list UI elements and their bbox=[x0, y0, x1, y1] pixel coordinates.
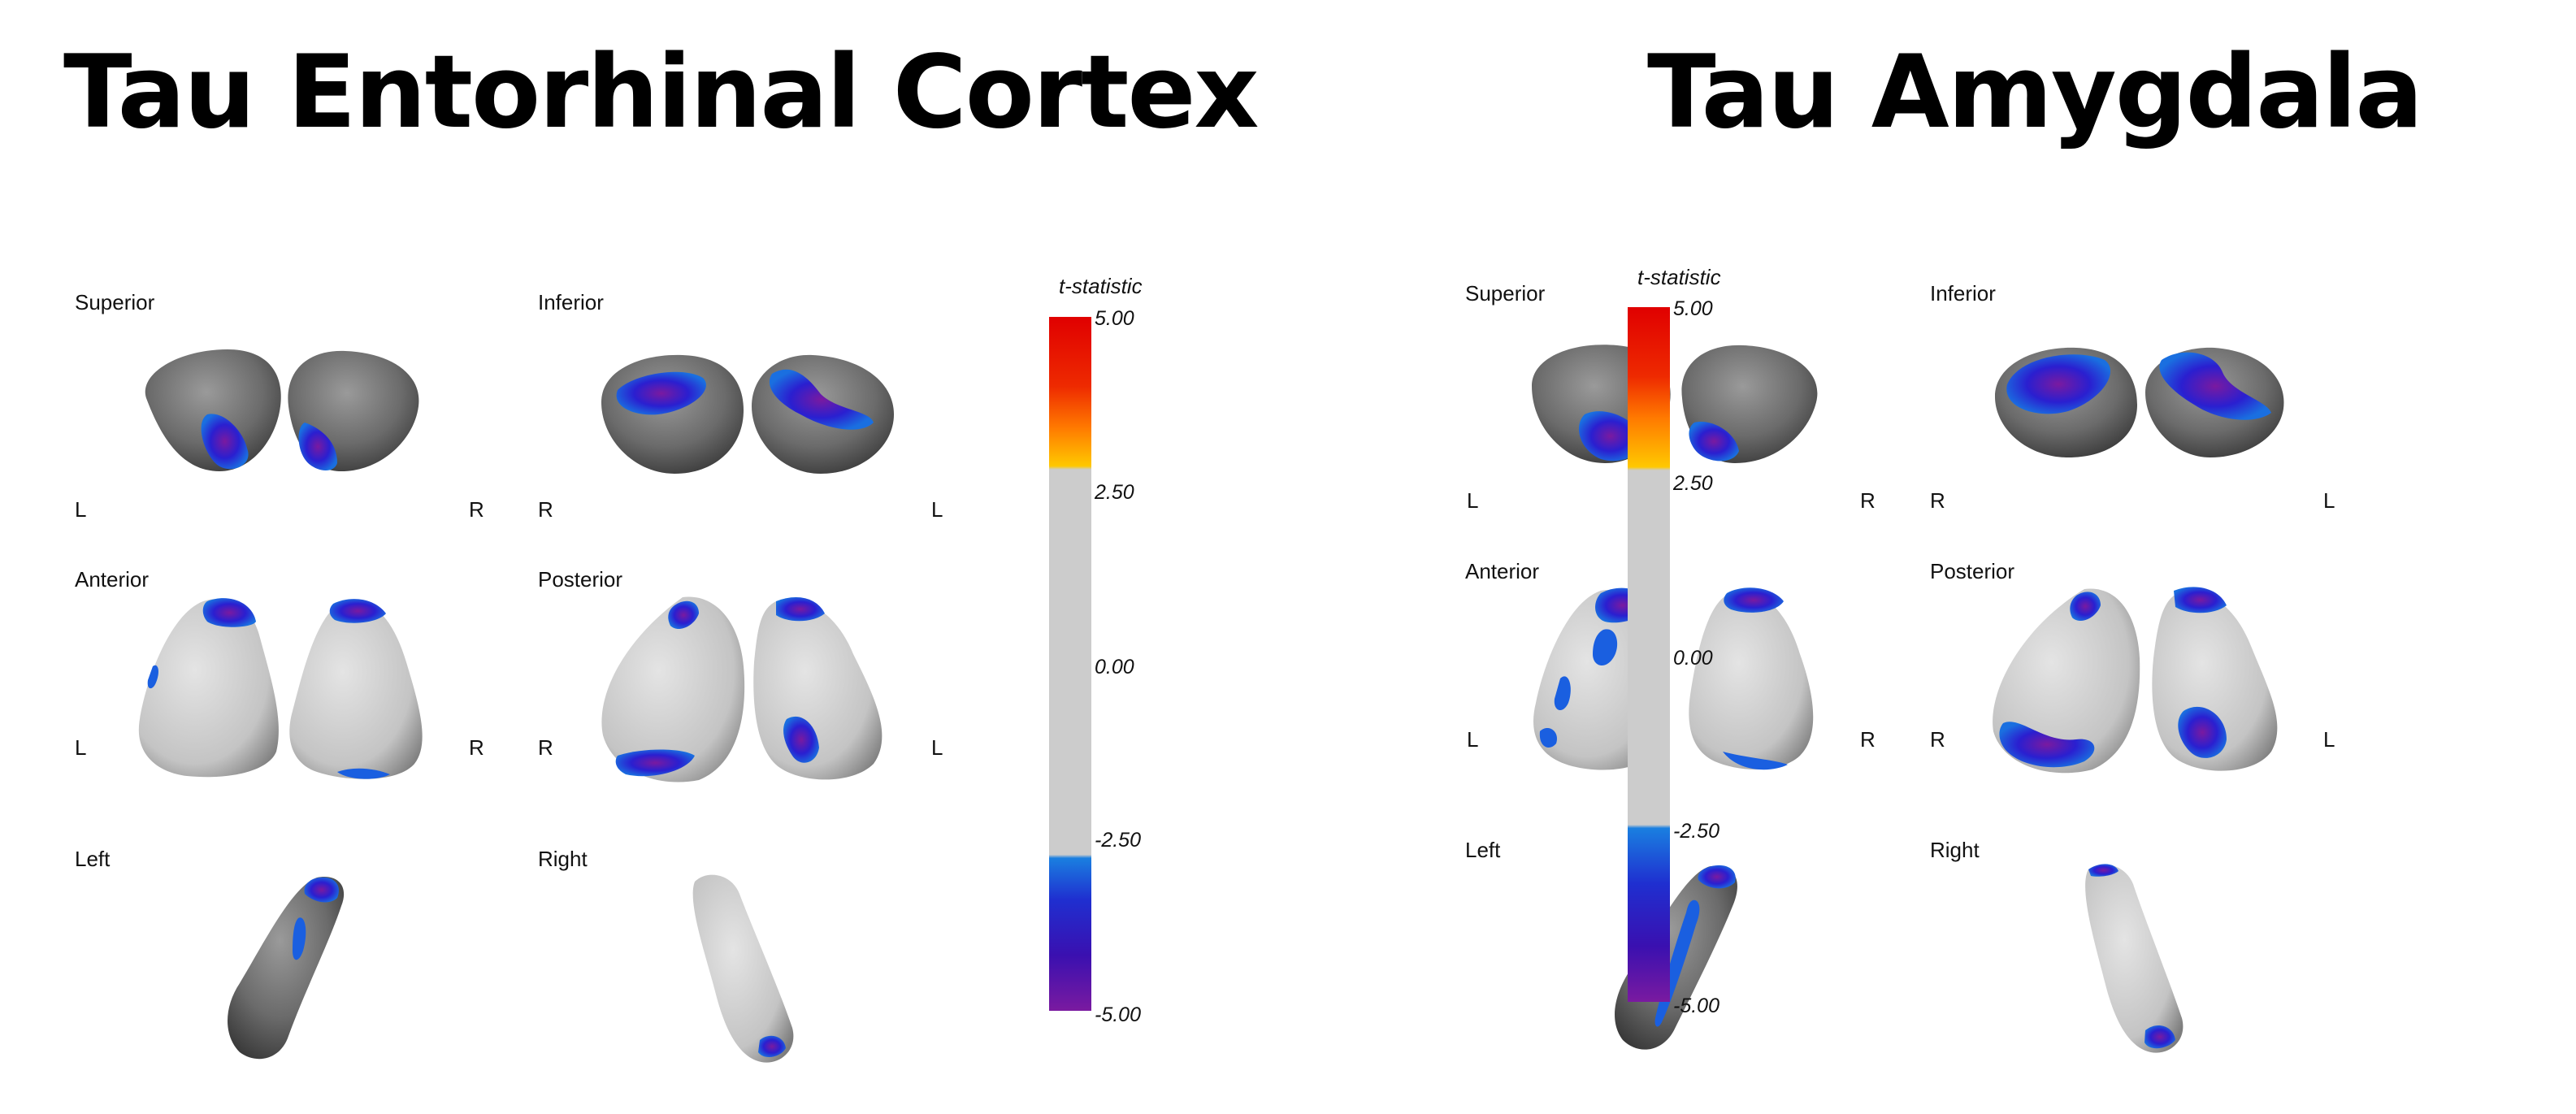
side-left-marker: L bbox=[1467, 727, 1479, 752]
view-label-right: Right bbox=[538, 847, 588, 871]
colorbar bbox=[1049, 317, 1091, 1011]
view-label-inferior: Inferior bbox=[538, 290, 604, 314]
superior-view-surface bbox=[1532, 345, 1818, 463]
colorbar bbox=[1628, 307, 1670, 1002]
side-left-marker: R bbox=[538, 735, 553, 760]
side-left-marker: L bbox=[1467, 488, 1479, 513]
colorbar-tick: 0.00 bbox=[1673, 647, 1713, 670]
side-left-marker: L bbox=[75, 735, 87, 760]
colorbar-tick: 2.50 bbox=[1095, 481, 1134, 504]
right-view-surface bbox=[2085, 864, 2184, 1053]
colorbar-tick: -5.00 bbox=[1095, 1003, 1141, 1026]
view-label-left: Left bbox=[1465, 838, 1501, 862]
view-label-inferior: Inferior bbox=[1930, 281, 1996, 306]
anterior-view-surface bbox=[1533, 587, 1814, 770]
side-right-marker: R bbox=[469, 735, 484, 760]
view-label-posterior: Posterior bbox=[538, 567, 623, 592]
colorbar-tick: 5.00 bbox=[1673, 297, 1713, 320]
posterior-view-surface bbox=[601, 596, 883, 782]
panel-amygdala: Tau Amygdala Superior L R Inferior R L A… bbox=[1288, 0, 2576, 1114]
left-view-surface bbox=[228, 877, 345, 1060]
view-label-posterior: Posterior bbox=[1930, 559, 2015, 583]
panel-entorhinal-cortex: Tau Entorhinal Cortex Superior L R Infer… bbox=[63, 34, 1259, 1063]
panel-title: Tau Amygdala bbox=[1647, 34, 2423, 151]
colorbar-tick: 2.50 bbox=[1673, 472, 1713, 495]
colorbar-tick: -2.50 bbox=[1095, 829, 1141, 852]
side-right-marker: L bbox=[931, 497, 943, 522]
side-right-marker: L bbox=[2323, 488, 2335, 513]
panel-title: Tau Entorhinal Cortex bbox=[63, 34, 1259, 151]
side-left-marker: L bbox=[75, 497, 87, 522]
left-view-surface bbox=[1615, 865, 1737, 1050]
view-label-anterior: Anterior bbox=[75, 567, 150, 592]
colorbar-tick: 0.00 bbox=[1095, 656, 1134, 678]
inferior-view-surface bbox=[1995, 347, 2284, 457]
side-right-marker: L bbox=[931, 735, 943, 760]
posterior-view-surface bbox=[1993, 587, 2278, 774]
view-label-anterior: Anterior bbox=[1465, 559, 1540, 583]
view-label-left: Left bbox=[75, 847, 111, 871]
colorbar-tick: 5.00 bbox=[1095, 307, 1134, 330]
view-label-right: Right bbox=[1930, 838, 1980, 862]
inferior-view-surface bbox=[601, 354, 894, 474]
side-left-marker: R bbox=[538, 497, 553, 522]
colorbar-title: t-statistic bbox=[1637, 265, 1721, 289]
view-label-superior: Superior bbox=[75, 290, 155, 314]
colorbar-title: t-statistic bbox=[1059, 274, 1143, 298]
side-left-marker: R bbox=[1930, 727, 1945, 752]
side-right-marker: L bbox=[2323, 727, 2335, 752]
anterior-view-surface bbox=[138, 598, 423, 779]
side-right-marker: R bbox=[469, 497, 484, 522]
colorbar-tick: -5.00 bbox=[1673, 995, 1720, 1017]
view-label-superior: Superior bbox=[1465, 281, 1546, 306]
right-view-surface bbox=[692, 874, 794, 1063]
colorbar-tick: -2.50 bbox=[1673, 820, 1720, 843]
side-right-marker: R bbox=[1860, 727, 1876, 752]
side-right-marker: R bbox=[1860, 488, 1876, 513]
superior-view-surface bbox=[145, 349, 419, 471]
side-left-marker: R bbox=[1930, 488, 1945, 513]
